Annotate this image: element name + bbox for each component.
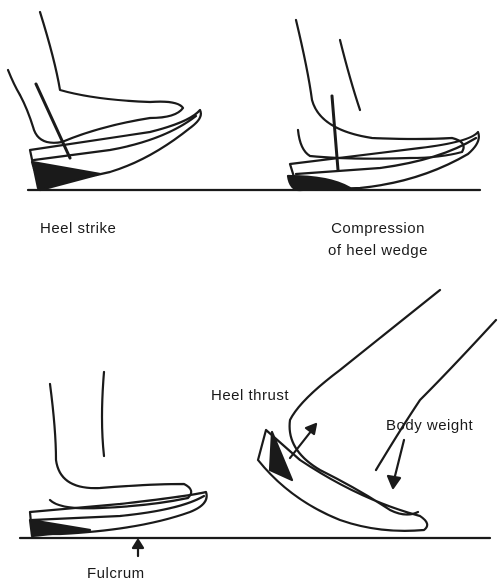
foot-1	[20, 12, 183, 143]
heel-thrust-arrowhead	[306, 424, 316, 434]
heel-wedge-1	[32, 162, 100, 190]
leg-front-2	[340, 40, 360, 110]
leg-front-4	[376, 320, 496, 470]
panel-heel-thrust	[258, 290, 496, 531]
leg-front-3	[102, 372, 104, 456]
label-compression-line2: of heel wedge	[298, 242, 458, 260]
label-heel-thrust: Heel thrust	[211, 387, 289, 405]
body-weight-arrow	[394, 440, 404, 480]
heel-wedge-4	[270, 432, 292, 480]
panel-compression	[288, 20, 479, 190]
foot-3	[50, 384, 191, 508]
leg-back-1	[8, 70, 20, 95]
fulcrum-arrowhead	[133, 540, 143, 548]
foot-2	[296, 20, 464, 159]
body-weight-arrowhead	[388, 476, 400, 488]
heel-wedge-2	[288, 176, 350, 190]
label-body-weight: Body weight	[386, 417, 473, 435]
label-heel-strike: Heel strike	[40, 220, 116, 238]
label-fulcrum: Fulcrum	[87, 565, 145, 583]
label-compression-line1: Compression	[298, 220, 458, 238]
